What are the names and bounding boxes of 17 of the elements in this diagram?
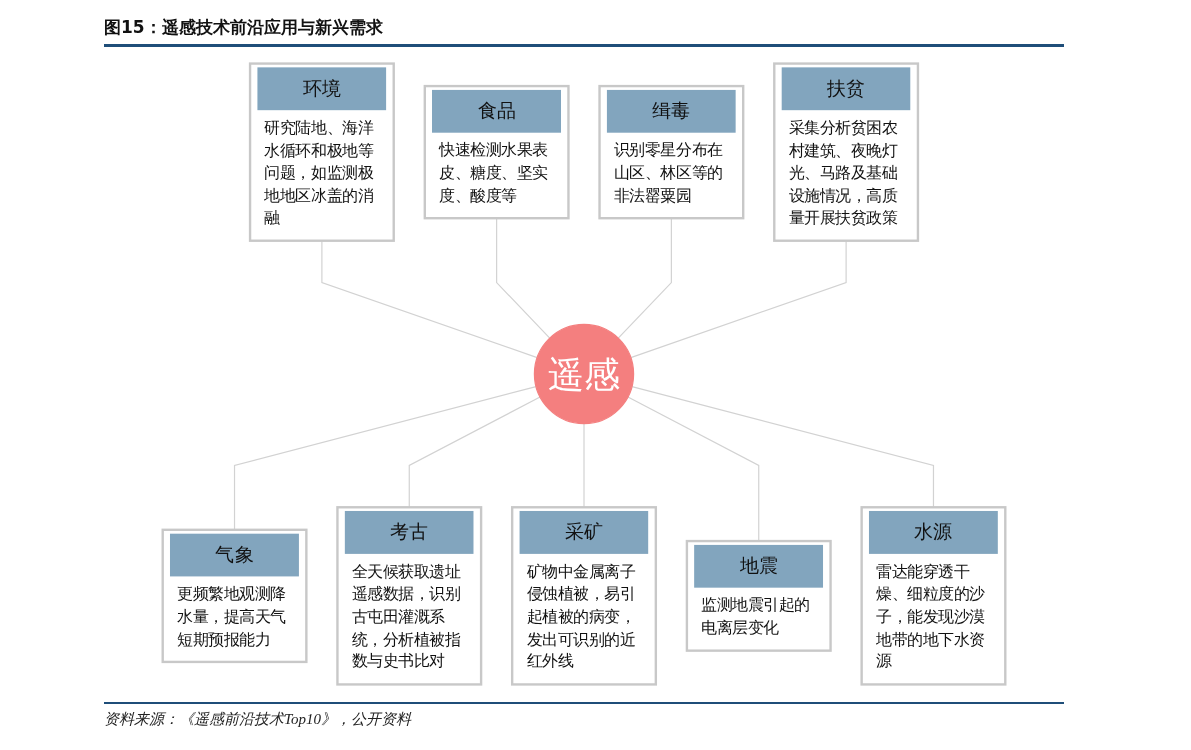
node-box: 环境 研究陆地、海洋水循环和极地等问题，如监测极地地区冰盖的消融 — [248, 62, 395, 242]
connector — [321, 240, 538, 359]
node-circle: 遥感 — [533, 323, 635, 425]
connector — [627, 396, 760, 542]
source-note: 资料来源：《遥感前沿技术Top10》，公开资料 — [104, 710, 411, 729]
node-box: 水源 雷达能穿透干燥、细粒度的沙子，能发现沙漠地带的地下水资源 — [860, 506, 1007, 686]
connector — [408, 396, 541, 508]
node-box: 食品 快速检测水果表皮、糖度、坚实度、酸度等 — [423, 84, 570, 220]
node-box: 地震 监测地震引起的电离层变化 — [685, 539, 832, 652]
figure-title: 图15：遥感技术前沿应用与新兴需求 — [104, 16, 383, 39]
node-box: 采矿 矿物中金属离子侵蚀植被，易引起植被的病变，发出可识别的近红外线 — [510, 506, 658, 686]
connector — [631, 385, 935, 508]
connector — [630, 240, 847, 359]
node-box: 气象 更频繁地观测降水量，提高天气短期预报能力 — [161, 528, 308, 664]
node-box: 考古 全天候获取遗址遥感数据，识别古屯田灌溉系统，分析植被指数与史书比对 — [336, 506, 483, 686]
node-box: 缉毒 识别零星分布在山区、林区等的非法罂粟园 — [598, 84, 745, 220]
node-box: 扶贫 采集分析贫困农村建筑、夜晚灯光、马路及基础设施情况，高质量开展扶贫政策 — [773, 62, 920, 242]
